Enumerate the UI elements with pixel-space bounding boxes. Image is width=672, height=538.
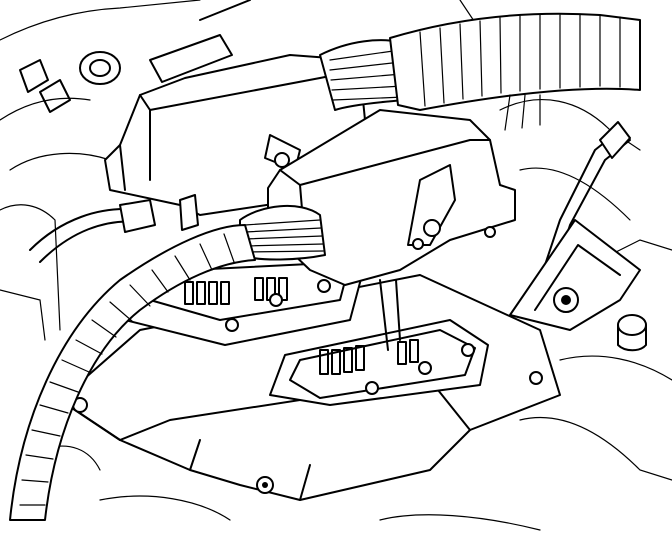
corrugated-conduit-upper	[389, 12, 641, 131]
mounting-bracket-right	[509, 219, 641, 331]
harness-connector-upper-right	[267, 109, 516, 286]
ecm-connector-header-right	[269, 279, 489, 406]
bolt-right	[617, 314, 647, 352]
corrugated-conduit-lower	[9, 224, 256, 521]
header-pins-right	[319, 339, 419, 375]
wire-bundle	[239, 39, 406, 261]
vacuum-fitting	[19, 51, 121, 113]
left-bracket	[29, 199, 156, 263]
vacuum-hose	[149, 0, 251, 83]
